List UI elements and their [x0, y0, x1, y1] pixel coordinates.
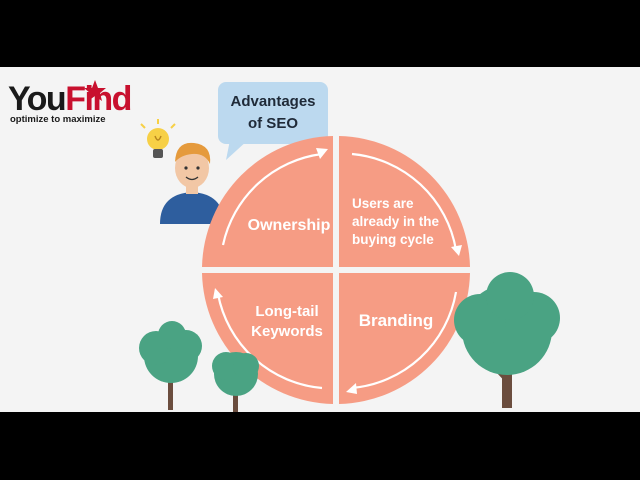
arrowhead-top-right-icon	[451, 245, 462, 256]
quadrant-top-left	[202, 136, 333, 267]
svg-text:YouFind: YouFind	[8, 80, 131, 118]
arrowhead-top-left-icon	[316, 148, 328, 159]
lightbulb-icon	[140, 119, 176, 158]
person-icon	[160, 142, 224, 224]
bottom-letterbox-bar	[0, 412, 640, 480]
tree-icon	[139, 321, 202, 410]
arrow-bottom-right	[351, 291, 458, 390]
quadrant-top-right	[339, 136, 470, 267]
speech-bubble-line2: of SEO	[248, 115, 298, 132]
svg-text:Long-tail: Long-tail	[255, 303, 318, 320]
logo-star-icon	[84, 80, 106, 101]
logo-find: Find	[65, 80, 131, 118]
arrow-top-left	[221, 152, 323, 246]
tree-icon	[212, 352, 259, 412]
speech-bubble-line1: Advantages	[230, 93, 315, 110]
label-users-buying-cycle: Users are already in the buying cycle	[352, 196, 440, 247]
svg-text:already in the: already in the	[352, 214, 440, 229]
top-letterbox-bar	[0, 0, 640, 67]
logo-tagline: optimize to maximize	[10, 114, 106, 125]
quadrant-bottom-right	[339, 273, 470, 404]
label-long-tail-keywords: Long-tail Keywords	[251, 303, 323, 340]
arrow-top-right	[351, 152, 458, 251]
svg-text:Users are: Users are	[352, 196, 414, 211]
seo-advantages-diagram: Ownership Users are already in the buyin…	[202, 136, 470, 404]
tree-icon	[454, 272, 560, 408]
label-branding: Branding	[359, 311, 434, 330]
quadrant-bottom-left	[202, 273, 333, 404]
arrowhead-bottom-right-icon	[346, 383, 357, 394]
arrowhead-bottom-left-icon	[213, 288, 223, 299]
svg-text:buying cycle: buying cycle	[352, 232, 434, 247]
youfind-logo: YouFind optimize to maximize	[8, 80, 132, 125]
speech-bubble: Advantages of SEO	[218, 82, 328, 160]
logo-you: You	[8, 80, 65, 118]
svg-text:Keywords: Keywords	[251, 323, 323, 340]
label-ownership: Ownership	[248, 217, 331, 234]
